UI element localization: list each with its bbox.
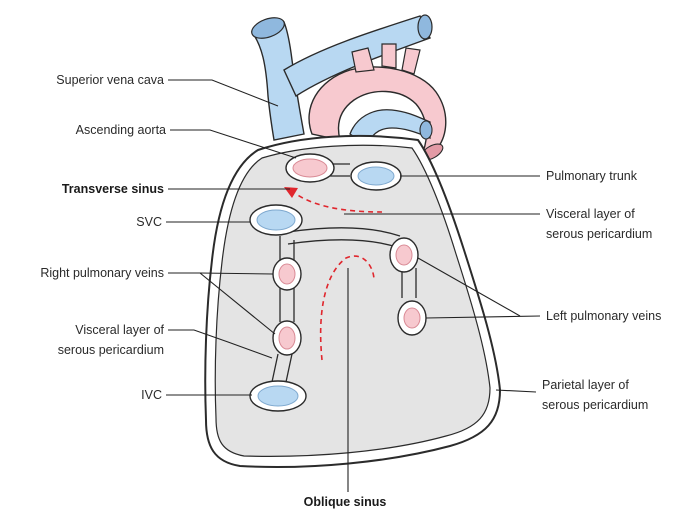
label-ivc: IVC bbox=[141, 388, 162, 402]
left-subclavian-artery bbox=[401, 47, 421, 75]
label-right-pulmonary-veins: Right pulmonary veins bbox=[40, 266, 164, 280]
leader-lines bbox=[166, 79, 541, 492]
label-left-pulmonary-veins: Left pulmonary veins bbox=[546, 309, 661, 323]
label-superior-vena-cava: Superior vena cava bbox=[56, 73, 164, 87]
pericardial-cavity bbox=[214, 144, 491, 457]
superior-vena-cava-vessel bbox=[250, 21, 305, 141]
sinus-arrows bbox=[284, 187, 383, 361]
label-ascending-aorta: Ascending aorta bbox=[76, 123, 166, 137]
label-svc: SVC bbox=[136, 215, 162, 229]
label-visceral-layer-left-1: Visceral layer of bbox=[75, 323, 164, 337]
brachiocephalic-trunk bbox=[351, 47, 375, 73]
label-visceral-layer-left-2: serous pericardium bbox=[58, 343, 164, 357]
labels: Superior vena cava Ascending aorta Trans… bbox=[40, 73, 661, 509]
label-oblique-sinus: Oblique sinus bbox=[304, 495, 387, 509]
oblique-sinus-arrow bbox=[319, 255, 375, 361]
label-visceral-layer-right-2: serous pericardium bbox=[546, 227, 652, 241]
brachiocephalic-opening bbox=[417, 14, 433, 40]
label-parietal-layer-2: serous pericardium bbox=[542, 398, 648, 412]
label-visceral-layer-right-1: Visceral layer of bbox=[546, 207, 635, 221]
svc-top-opening bbox=[251, 17, 285, 39]
label-pulmonary-trunk: Pulmonary trunk bbox=[546, 169, 638, 183]
label-transverse-sinus: Transverse sinus bbox=[62, 182, 164, 196]
vessel-openings bbox=[249, 153, 427, 412]
left-carotid-artery bbox=[381, 43, 397, 69]
label-parietal-layer-1: Parietal layer of bbox=[542, 378, 629, 392]
pulmonary-artery-opening bbox=[419, 120, 433, 140]
